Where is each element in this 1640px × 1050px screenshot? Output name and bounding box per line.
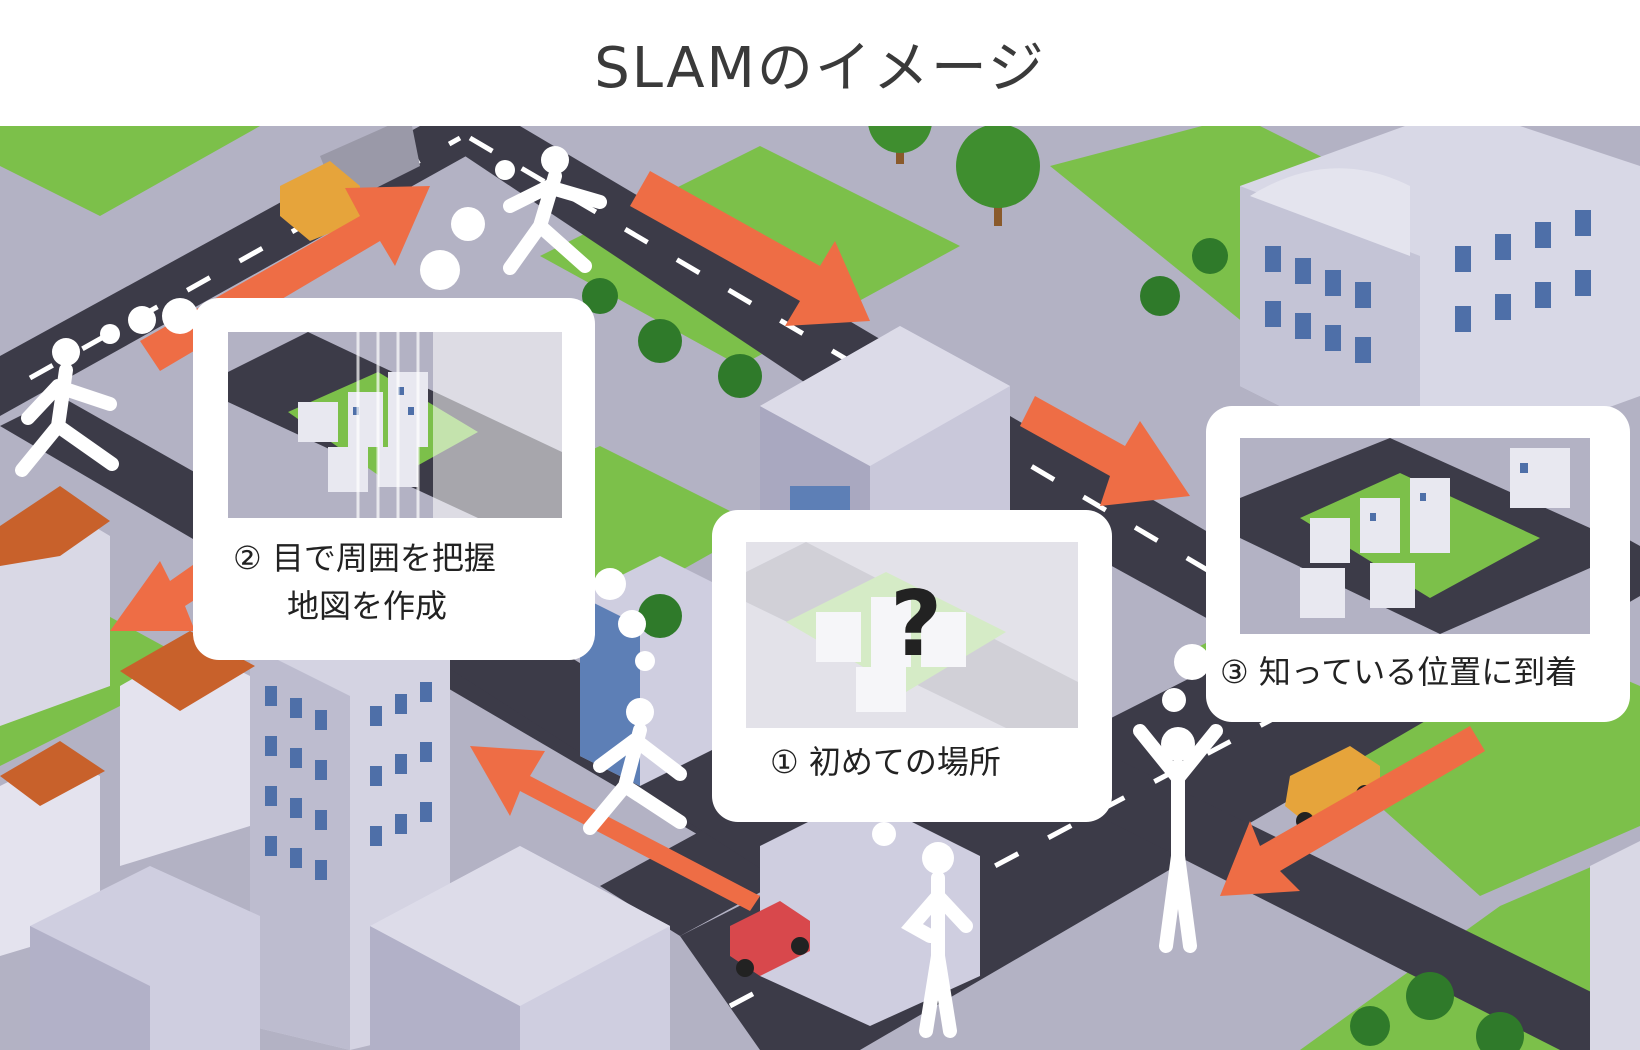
mapping-thumbnail xyxy=(228,332,562,518)
step-2-caption-line-2: 地図を作成 xyxy=(287,587,448,625)
page-title: SLAMのイメージ xyxy=(594,35,1046,101)
person-figures xyxy=(15,146,1223,1038)
thought-bubble-step-2: ② 目で周囲を把握 地図を作成 xyxy=(193,298,595,660)
step-2-caption-line-1: ② 目で周囲を把握 xyxy=(233,539,496,577)
step-1-caption: ① 初めての場所 xyxy=(770,743,1001,781)
known-map-thumbnail xyxy=(1240,438,1590,634)
question-mark: ? xyxy=(890,572,943,677)
thought-bubble-step-1: ? ① 初めての場所 xyxy=(712,510,1112,822)
city-scene xyxy=(0,126,1640,1050)
buildings xyxy=(0,126,1640,1050)
step-3-caption: ③ 知っている位置に到着 xyxy=(1220,653,1578,691)
title-bar: SLAMのイメージ xyxy=(0,0,1640,126)
blurred-thumbnail xyxy=(746,542,1078,728)
trees xyxy=(582,126,1524,1050)
thought-bubble-step-3: ③ 知っている位置に到着 xyxy=(1206,406,1630,722)
